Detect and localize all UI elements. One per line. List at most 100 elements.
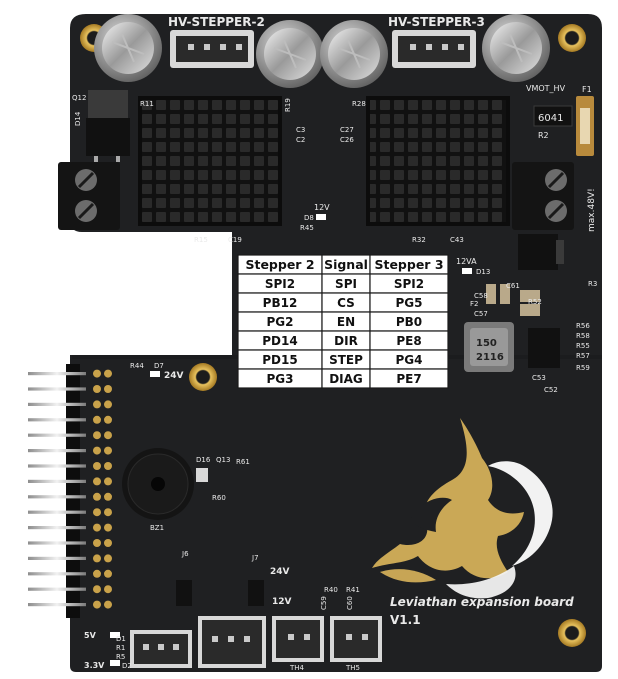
label-24v-mid: 24V xyxy=(164,371,184,381)
label-r5: R5 xyxy=(116,653,125,661)
label-q13: Q13 xyxy=(216,456,230,464)
table-cell-text: PG4 xyxy=(396,353,423,367)
header-pin xyxy=(28,510,86,514)
label-c52: C52 xyxy=(544,386,558,394)
label-r52: R52 xyxy=(528,298,542,306)
label-c43: C43 xyxy=(450,236,464,244)
buck-converter-ic xyxy=(528,328,560,368)
header-pad xyxy=(93,600,101,609)
label-r58: R58 xyxy=(576,332,590,340)
label-d8: D8 xyxy=(304,214,314,222)
connector-th5 xyxy=(330,616,382,662)
mount-hole-top-right xyxy=(558,24,586,52)
label-c61: C61 xyxy=(506,282,520,290)
label-hv-stepper-2: HV-STEPPER-2 xyxy=(168,15,265,29)
header-pad xyxy=(93,492,101,501)
label-r15: R15 xyxy=(194,236,208,244)
label-f2: F2 xyxy=(470,300,478,308)
mount-hole-middle xyxy=(189,363,217,391)
header-pad xyxy=(93,400,101,409)
label-r1: R1 xyxy=(116,644,125,652)
label-d16: D16 xyxy=(196,456,211,464)
label-hv-stepper-3: HV-STEPPER-3 xyxy=(388,15,485,29)
screw-terminal-left xyxy=(58,162,120,230)
led-d16 xyxy=(196,468,208,482)
header-pin xyxy=(28,402,86,406)
capacitor-4 xyxy=(482,14,550,82)
header-pin xyxy=(28,603,86,607)
jumper-j6 xyxy=(176,580,192,606)
table-cell-text: PD14 xyxy=(262,334,297,348)
table-cell-text: PB12 xyxy=(263,296,298,310)
header-pad xyxy=(104,569,112,578)
header-pin xyxy=(28,541,86,545)
connector-hv-stepper-3 xyxy=(392,30,476,68)
capacitor-1 xyxy=(94,14,162,82)
label-r19: R19 xyxy=(284,98,292,112)
smd-cap-3 xyxy=(486,284,496,304)
leviathan-dragon-logo xyxy=(372,418,553,599)
table-cell-text: PB0 xyxy=(396,315,422,329)
label-c60: C60 xyxy=(346,596,354,610)
header-pin xyxy=(28,449,86,453)
header-pad xyxy=(104,431,112,440)
mosfet-right xyxy=(518,234,564,270)
label-c58: C58 xyxy=(474,292,488,300)
label-12va: 12VA xyxy=(456,257,477,266)
header-pin xyxy=(28,556,86,560)
header-pad xyxy=(93,554,101,563)
table-cell-text: SPI2 xyxy=(394,277,424,291)
connector-bottom-1 xyxy=(130,630,192,668)
header-pad xyxy=(104,462,112,470)
screw-terminal-right xyxy=(512,162,574,230)
header-pad xyxy=(93,477,101,486)
mount-hole-bottom-right xyxy=(558,619,586,647)
header-pin xyxy=(28,587,86,591)
label-d13: D13 xyxy=(476,268,490,276)
header-pad xyxy=(93,369,101,378)
label-r56: R56 xyxy=(576,322,590,330)
header-pad xyxy=(104,415,112,424)
header-pad xyxy=(93,415,101,424)
capacitor-2 xyxy=(256,20,324,88)
smd-cap-4 xyxy=(500,284,510,304)
header-pad xyxy=(104,446,112,455)
label-3v3: 3.3V xyxy=(84,661,105,670)
jumper-j7 xyxy=(248,580,264,606)
table-cell-text: EN xyxy=(337,315,355,329)
header-pad xyxy=(93,462,101,470)
connector-bottom-2 xyxy=(198,616,266,668)
label-q12: Q12 xyxy=(72,94,86,102)
label-j7: J7 xyxy=(251,554,259,562)
label-c59: C59 xyxy=(320,596,328,610)
label-r11: R11 xyxy=(140,100,154,108)
table-cell-text: PG2 xyxy=(267,315,294,329)
buzzer-bz1 xyxy=(122,448,194,520)
header-pad xyxy=(93,539,101,547)
table-cell-text: SPI2 xyxy=(265,277,295,291)
header-pad xyxy=(104,508,112,517)
fuse-f1-body xyxy=(580,108,590,144)
label-12v-top: 12V xyxy=(314,203,330,212)
header-pad xyxy=(104,523,112,532)
header-pad xyxy=(104,369,112,378)
table-cell-text: PE7 xyxy=(396,372,421,386)
label-d2: D2 xyxy=(122,662,132,670)
led-d7 xyxy=(150,371,160,377)
header-pin xyxy=(28,479,86,483)
label-r28: R28 xyxy=(352,100,366,108)
label-c26: C26 xyxy=(340,136,354,144)
label-r41: R41 xyxy=(346,586,360,594)
led-d8 xyxy=(316,214,326,220)
label-bz1: BZ1 xyxy=(150,524,164,532)
table-cell-text: PG5 xyxy=(396,296,423,310)
label-d7: D7 xyxy=(154,362,164,370)
label-r40: R40 xyxy=(324,586,338,594)
header-pad xyxy=(104,477,112,486)
label-r3: R3 xyxy=(588,280,597,288)
header-pad xyxy=(104,585,112,594)
led-d1 xyxy=(110,632,120,638)
header-pad xyxy=(104,492,112,501)
label-c53: C53 xyxy=(532,374,546,382)
